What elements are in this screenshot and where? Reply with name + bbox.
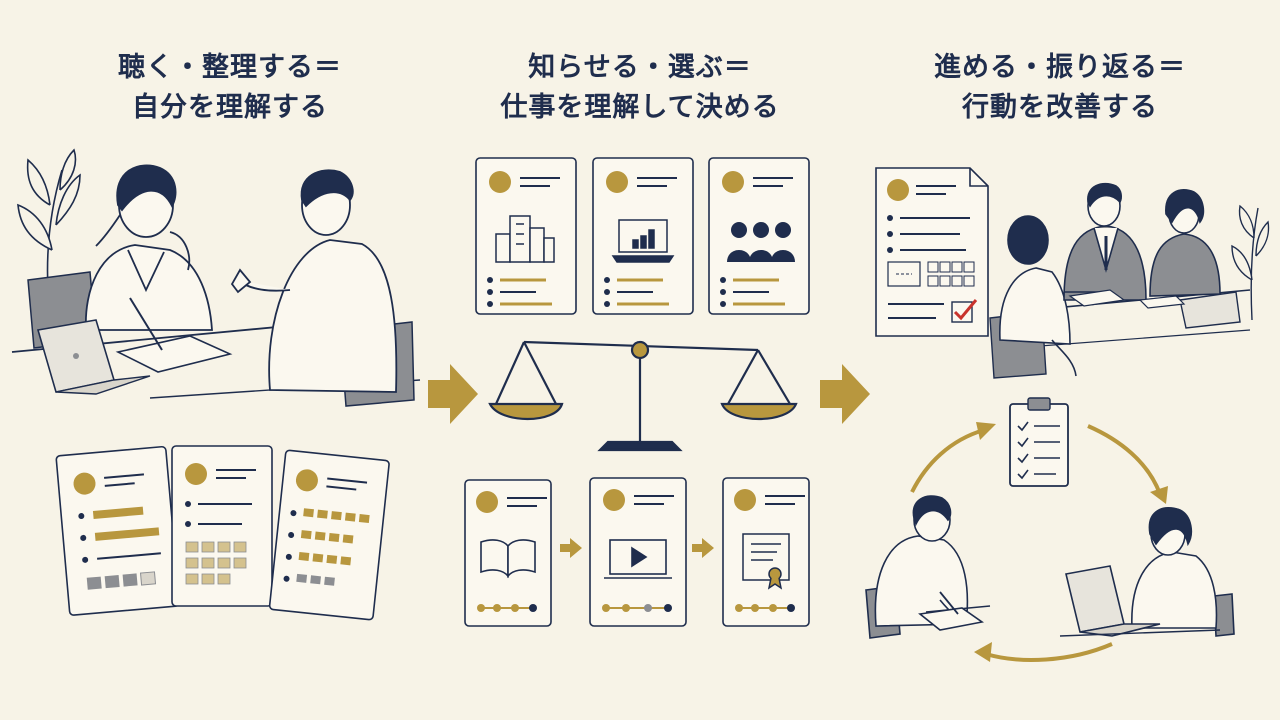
laptop-woman-figure	[1059, 507, 1235, 637]
video-icon	[604, 539, 672, 579]
arrow-right-icon	[692, 538, 714, 558]
book-icon	[480, 539, 536, 579]
plant-icon	[17, 148, 81, 291]
arrow-right-icon	[560, 538, 582, 558]
section-2-title-line2: 仕事を理解して決める	[500, 92, 780, 123]
section-3-title-line1: 進める・振り返る＝	[934, 52, 1186, 83]
notebook-icon	[115, 297, 233, 373]
man-figure	[230, 169, 398, 393]
panel-interview-scene	[989, 182, 1270, 379]
job-card-team	[708, 157, 810, 315]
section-1-title: 聴く・整理する＝ 自分を理解する	[40, 48, 420, 128]
profile-card-3	[268, 449, 390, 621]
building-icon	[495, 215, 555, 263]
section-2-title: 知らせる・選ぶ＝ 仕事を理解して決める	[440, 48, 840, 128]
woman-figure	[85, 164, 213, 331]
laptop-icon	[36, 319, 151, 395]
section-2-title-line1: 知らせる・選ぶ＝	[528, 52, 752, 83]
job-card-company	[475, 157, 577, 315]
profile-card-2	[171, 445, 273, 607]
scale-icon	[488, 340, 798, 452]
section-1-title-line1: 聴く・整理する＝	[118, 52, 342, 83]
arrow-head	[1150, 486, 1168, 504]
learning-card-video	[589, 477, 687, 627]
chart-laptop-icon	[611, 219, 675, 263]
people-icon	[727, 222, 795, 262]
job-card-work	[592, 157, 694, 315]
section-1-title-line2: 自分を理解する	[132, 92, 328, 123]
cycle-arrow-icon	[910, 424, 1162, 662]
section-3-title-line2: 行動を改善する	[962, 92, 1158, 123]
profile-card-1	[55, 445, 180, 616]
interview-scene	[11, 148, 421, 407]
clipboard-icon	[1009, 397, 1069, 487]
learning-card-book	[464, 479, 552, 627]
arrow-right-icon	[820, 364, 870, 424]
plant-icon	[1231, 204, 1270, 321]
learning-card-certificate	[722, 477, 810, 627]
arrow-right-icon	[428, 364, 478, 424]
arrow-head	[974, 642, 992, 662]
checklist-icon	[875, 167, 989, 337]
arrow-head	[976, 422, 996, 440]
section-3-title: 進める・振り返る＝ 行動を改善する	[860, 48, 1260, 128]
certificate-icon	[742, 533, 790, 590]
studying-man-figure	[865, 495, 991, 639]
